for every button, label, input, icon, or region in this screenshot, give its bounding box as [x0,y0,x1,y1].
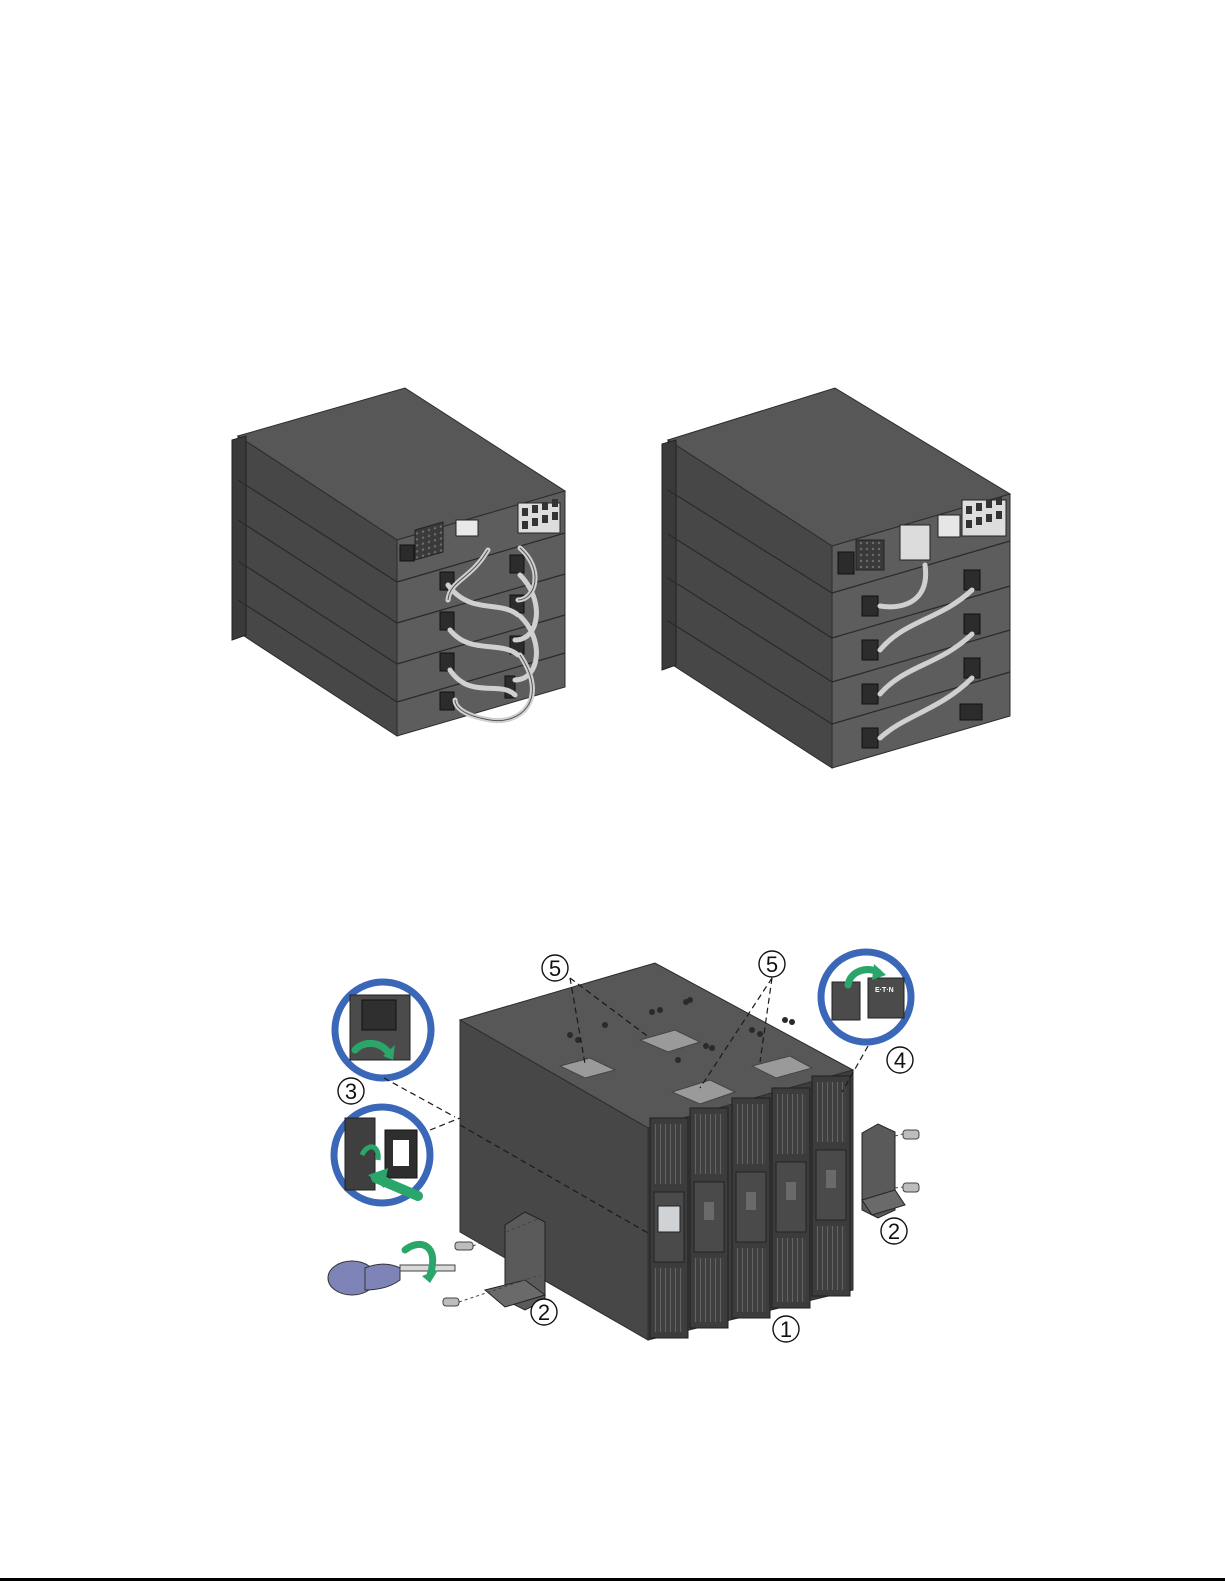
callout-2-right-label: 2 [888,1219,900,1244]
callout-3-label: 3 [345,1079,357,1104]
eaton-logo-text: E·T·N [875,987,894,994]
detail-circle-cover [334,1107,430,1203]
callout-5-left: 5 [542,955,568,981]
callout-1-label: 1 [780,1317,792,1342]
callout-3: 3 [338,1078,364,1104]
callout-1: 1 [773,1316,799,1342]
tower-assembly: E·T·N 1 2 2 3 [328,951,919,1342]
detail-circle-logo-panel: E·T·N [821,952,911,1042]
callout-4-label: 4 [894,1048,906,1073]
callout-5-left-label: 5 [549,956,561,981]
callout-2-right: 2 [881,1218,907,1244]
callout-5-right: 5 [759,951,785,977]
callout-2-left: 2 [531,1299,557,1325]
rack-stack-right [662,388,1010,768]
rack-stack-left [232,388,565,736]
footer-rule [0,1578,1225,1581]
detail-circle-panel [335,982,431,1078]
callout-4: 4 [887,1047,913,1073]
screwdriver [328,1244,455,1295]
bracket-right [862,1124,905,1218]
callout-2-left-label: 2 [538,1300,550,1325]
callout-5-right-label: 5 [766,952,778,977]
